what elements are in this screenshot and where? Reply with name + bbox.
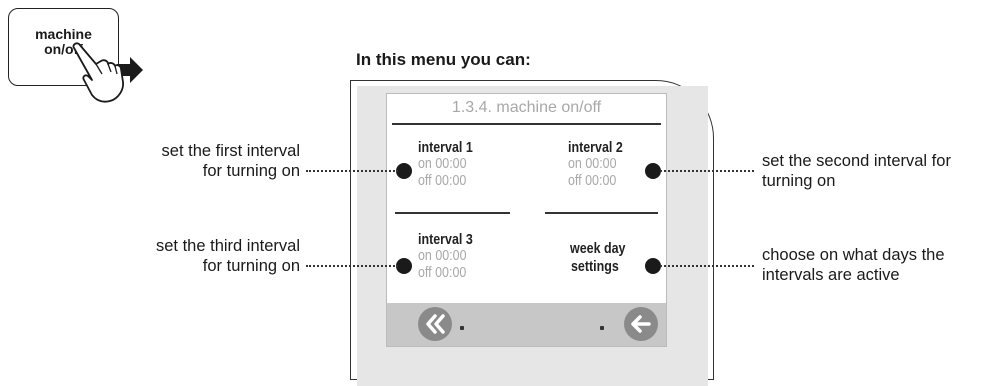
week-day-settings-block[interactable]: week day settings: [570, 240, 635, 276]
nav-dot-left: [460, 326, 464, 330]
leader-line-interval-3: [306, 265, 398, 267]
pointing-hand-icon: [72, 42, 143, 103]
double-chevron-left-icon: [426, 314, 445, 334]
leader-line-interval-1: [306, 170, 398, 172]
back-fast-button[interactable]: [418, 307, 452, 341]
interval-2-off: off 00:00: [568, 173, 617, 189]
interval-2-block[interactable]: interval 2 on 00:00 off 00:00: [568, 140, 632, 190]
interval-3-off: off 00:00: [418, 265, 467, 281]
interval-1-title: interval 1: [418, 140, 473, 156]
right-divider: [545, 212, 658, 214]
left-divider: [395, 212, 510, 214]
interval-3-title: interval 3: [418, 232, 473, 248]
week-day-line1: week day: [570, 241, 626, 257]
desc-third-interval: set the third interval for turning on: [156, 237, 300, 275]
desc-first-interval: set the first interval for turning on: [161, 142, 300, 180]
right-arrow-icon: [117, 57, 143, 83]
week-day-line2: settings: [571, 259, 619, 275]
machine-on-off-button[interactable]: [8, 8, 119, 86]
screen-title: 1.3.4. machine on/off: [451, 99, 602, 116]
interval-3-block[interactable]: interval 3 on 00:00 off 00:00: [418, 232, 482, 282]
interval-2-on: on 00:00: [568, 156, 617, 172]
desc-second-interval: set the second interval for turning on: [762, 152, 951, 190]
title-divider: [392, 123, 661, 125]
interval-1-on: on 00:00: [418, 156, 467, 172]
interval-2-title: interval 2: [568, 140, 623, 156]
leader-line-interval-2: [660, 170, 754, 172]
interval-3-on: on 00:00: [418, 248, 467, 264]
bullet-interval-2: [645, 163, 661, 179]
menu-heading: In this menu you can:: [356, 50, 531, 69]
arrow-left-icon: [631, 315, 651, 333]
interval-1-block[interactable]: interval 1 on 00:00 off 00:00: [418, 140, 482, 190]
back-button[interactable]: [624, 307, 658, 341]
bullet-interval-3: [396, 258, 412, 274]
leader-line-week-day: [660, 265, 754, 267]
bullet-interval-1: [396, 163, 412, 179]
desc-week-days: choose on what days the intervals are ac…: [762, 246, 945, 284]
interval-1-off: off 00:00: [418, 173, 467, 189]
bullet-week-day: [645, 258, 661, 274]
nav-dot-right: [600, 326, 604, 330]
